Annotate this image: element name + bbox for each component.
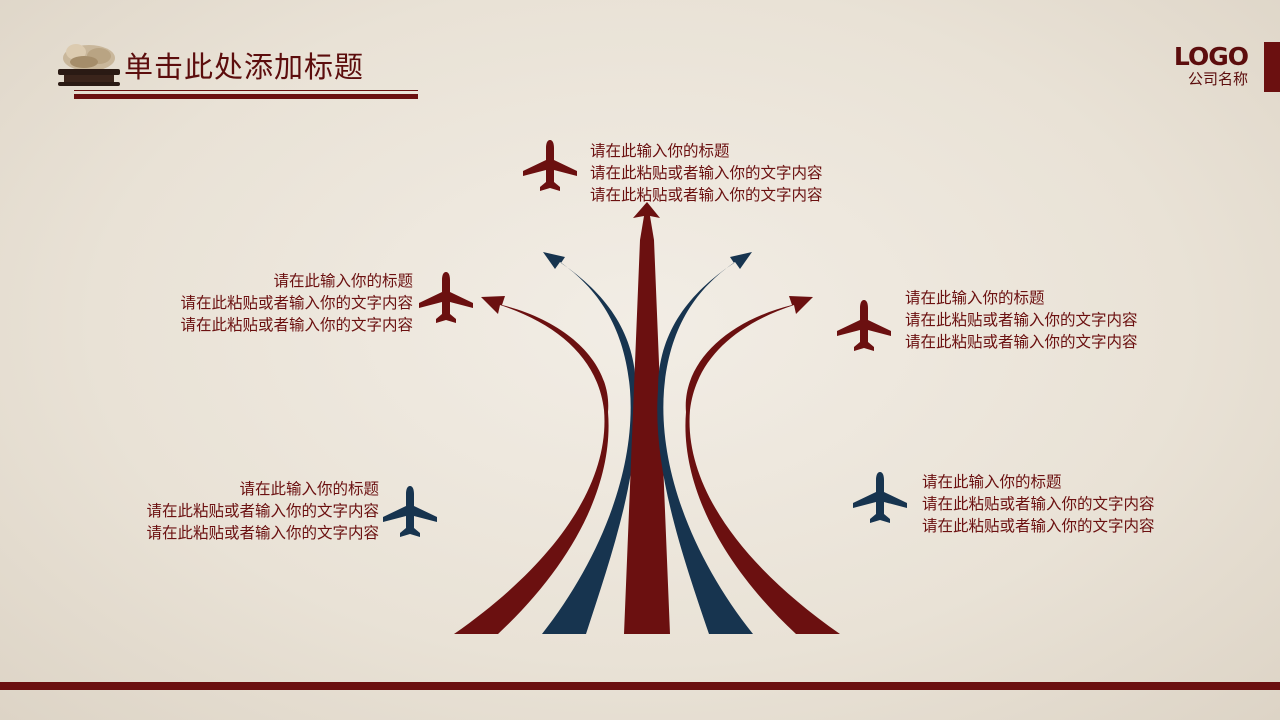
logo-block: LOGO 公司名称 bbox=[1173, 42, 1249, 89]
airplane-icon bbox=[523, 140, 577, 191]
arrow-center bbox=[624, 202, 670, 634]
item-text: 请在此粘贴或者输入你的文字内容 bbox=[922, 517, 1155, 535]
item-text: 请在此粘贴或者输入你的文字内容 bbox=[590, 186, 823, 204]
page-title: 单击此处添加标题 bbox=[124, 50, 365, 84]
item-text: 请在此粘贴或者输入你的文字内容 bbox=[905, 311, 1138, 329]
item-title: 请在此输入你的标题 bbox=[905, 289, 1045, 307]
item-title: 请在此输入你的标题 bbox=[590, 142, 730, 160]
arrow-inner-right bbox=[657, 252, 753, 634]
item-text: 请在此粘贴或者输入你的文字内容 bbox=[905, 333, 1138, 351]
title-underline-thick bbox=[74, 94, 418, 99]
item-text: 请在此粘贴或者输入你的文字内容 bbox=[146, 502, 379, 520]
item-title: 请在此输入你的标题 bbox=[922, 473, 1062, 491]
item-text: 请在此粘贴或者输入你的文字内容 bbox=[922, 495, 1155, 513]
item-title: 请在此输入你的标题 bbox=[273, 272, 413, 290]
airplane-icon bbox=[853, 472, 907, 523]
item-text: 请在此粘贴或者输入你的文字内容 bbox=[180, 294, 413, 312]
item-right-lower: 请在此输入你的标题 请在此粘贴或者输入你的文字内容 请在此粘贴或者输入你的文字内… bbox=[922, 471, 1155, 537]
airplane-icon bbox=[837, 300, 891, 351]
item-text: 请在此粘贴或者输入你的文字内容 bbox=[590, 164, 823, 182]
title-underline-thin bbox=[74, 90, 418, 91]
item-left-lower: 请在此输入你的标题 请在此粘贴或者输入你的文字内容 请在此粘贴或者输入你的文字内… bbox=[146, 478, 379, 544]
airplane-icon bbox=[419, 272, 473, 323]
item-top-center: 请在此输入你的标题 请在此粘贴或者输入你的文字内容 请在此粘贴或者输入你的文字内… bbox=[590, 140, 823, 206]
arrow-inner-left bbox=[542, 252, 637, 634]
logo-text: LOGO bbox=[1173, 42, 1249, 71]
item-right-upper: 请在此输入你的标题 请在此粘贴或者输入你的文字内容 请在此粘贴或者输入你的文字内… bbox=[905, 287, 1138, 353]
item-title: 请在此输入你的标题 bbox=[239, 480, 379, 498]
bottom-rule bbox=[0, 682, 1280, 690]
company-name: 公司名称 bbox=[1187, 70, 1248, 88]
logo-accent-bar bbox=[1264, 42, 1280, 92]
item-left-upper: 请在此输入你的标题 请在此粘贴或者输入你的文字内容 请在此粘贴或者输入你的文字内… bbox=[180, 270, 413, 336]
item-text: 请在此粘贴或者输入你的文字内容 bbox=[180, 316, 413, 334]
item-text: 请在此粘贴或者输入你的文字内容 bbox=[146, 524, 379, 542]
airplane-icon bbox=[383, 486, 437, 537]
title-ornament-icon bbox=[58, 44, 120, 86]
